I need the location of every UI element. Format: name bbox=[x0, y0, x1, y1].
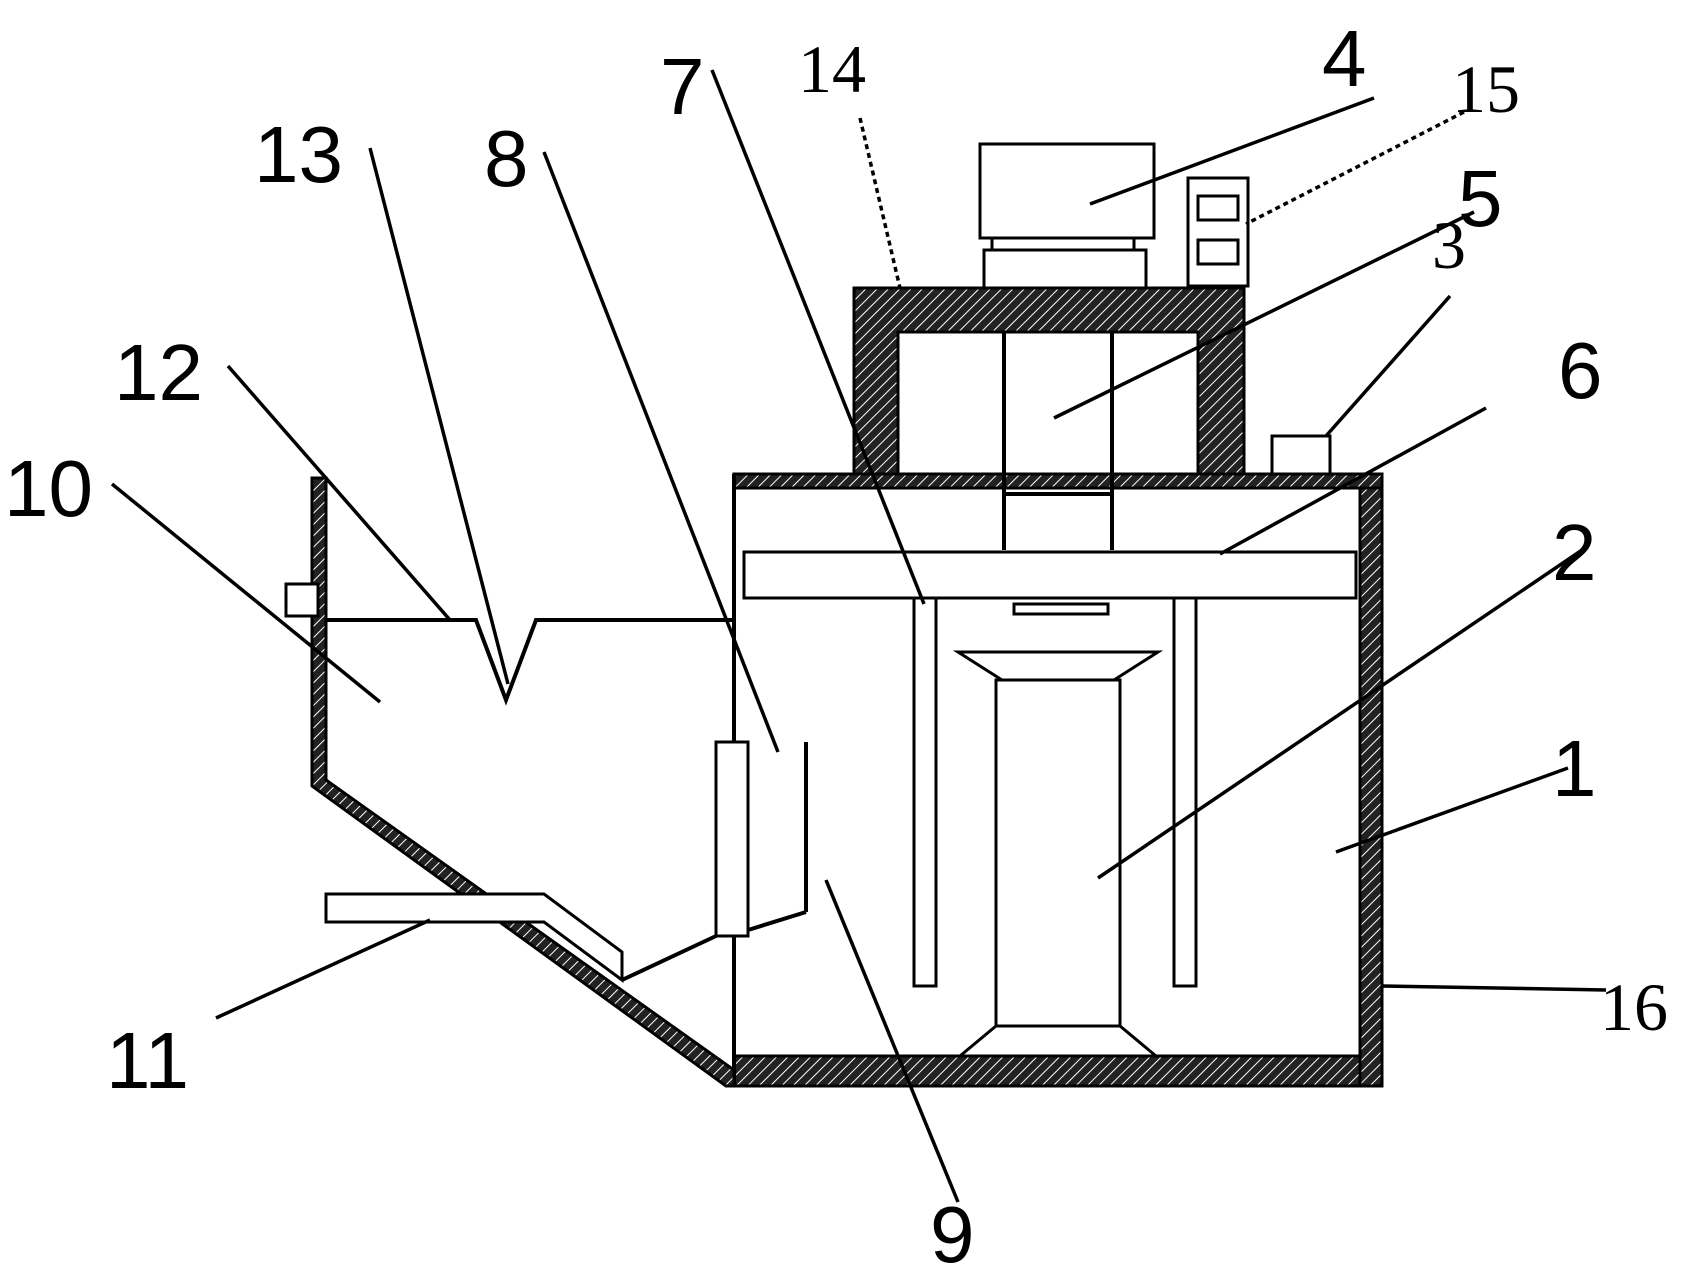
label-13: 13 bbox=[254, 110, 343, 199]
label-14: 14 bbox=[798, 31, 866, 107]
main-tank bbox=[732, 472, 1384, 1088]
label-5: 5 bbox=[1458, 154, 1503, 243]
label-11: 11 bbox=[106, 1016, 189, 1105]
valve-assembly bbox=[621, 740, 808, 982]
motor bbox=[978, 142, 1156, 290]
sensor bbox=[1270, 434, 1332, 476]
label-15: 15 bbox=[1452, 51, 1520, 127]
filter-core bbox=[952, 650, 1164, 1058]
label-2: 2 bbox=[1552, 508, 1597, 597]
label-1: 1 bbox=[1552, 724, 1597, 813]
label-8: 8 bbox=[484, 114, 529, 203]
label-3: 3 bbox=[1432, 207, 1466, 283]
leader-lines bbox=[110, 69, 1607, 1203]
label-10: 10 bbox=[4, 444, 93, 533]
label-4: 4 bbox=[1322, 14, 1367, 103]
label-9: 9 bbox=[930, 1190, 975, 1272]
drive-shaft bbox=[1002, 332, 1114, 616]
stirring-rod-right bbox=[1172, 596, 1198, 988]
rotating-plate bbox=[742, 550, 1358, 600]
label-7: 7 bbox=[660, 42, 705, 131]
side-hopper bbox=[284, 476, 736, 1088]
control-box bbox=[1186, 176, 1250, 288]
stirring-rod-left bbox=[912, 596, 938, 988]
motor-housing bbox=[852, 286, 1246, 476]
label-12: 12 bbox=[114, 328, 203, 417]
label-16: 16 bbox=[1600, 969, 1668, 1045]
label-6: 6 bbox=[1558, 326, 1603, 415]
